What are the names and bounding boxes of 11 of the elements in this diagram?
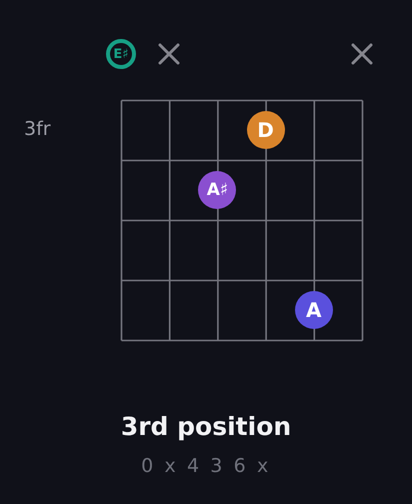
note-marker bbox=[198, 171, 236, 209]
note-name: A♯ bbox=[206, 182, 228, 198]
fingering-label: 0 x 4 3 6 x bbox=[140, 455, 272, 477]
note-name: A bbox=[306, 300, 322, 320]
note-marker bbox=[294, 291, 333, 329]
note-marker bbox=[246, 111, 285, 149]
open-string-marker bbox=[106, 39, 136, 69]
note-name: D bbox=[257, 120, 274, 140]
fret-number-label: 3fr bbox=[24, 118, 52, 140]
note-name: E♯ bbox=[113, 48, 129, 60]
position-title: 3rd position bbox=[120, 412, 292, 441]
